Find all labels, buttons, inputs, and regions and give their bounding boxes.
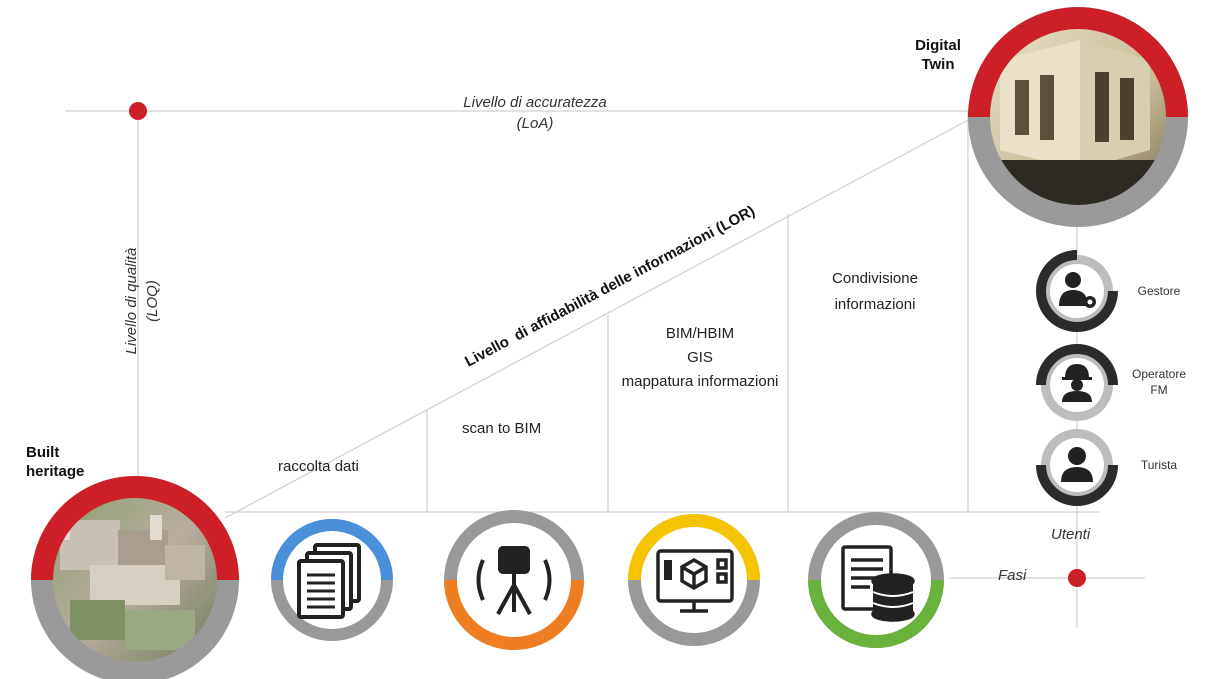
laser-scanner-icon bbox=[476, 546, 552, 615]
users-axis-label: Utenti bbox=[1051, 526, 1091, 543]
accuracy-axis-label-line1: Livello di accuratezza bbox=[463, 94, 607, 111]
built-heritage-label-line1: Built bbox=[26, 444, 60, 461]
quality-axis-label-line2: (LOQ) bbox=[144, 280, 161, 322]
step-label-data-sharing-line2: informazioni bbox=[834, 296, 916, 313]
built-heritage-label: Built heritage bbox=[26, 443, 116, 481]
hardhat-worker-icon bbox=[1062, 364, 1092, 402]
user-label-fm-operator-line1: Operatore bbox=[1131, 367, 1187, 381]
user-label-tourist: Turista bbox=[1128, 458, 1190, 472]
user-tourist bbox=[1036, 429, 1118, 506]
step-label-bim-gis-line1: BIM/HBIM bbox=[665, 325, 735, 342]
digital-twin-model bbox=[968, 7, 1188, 227]
step-label-scan-to-bim: scan to BIM bbox=[462, 420, 542, 437]
accuracy-quality-origin-dot bbox=[129, 102, 147, 120]
reliability-diagonal-line bbox=[224, 110, 986, 519]
quality-axis-label: Livello di qualità (LOQ) bbox=[121, 201, 163, 401]
phases-axis-label: Fasi bbox=[998, 567, 1027, 584]
user-fm-operator bbox=[1036, 344, 1118, 421]
phase-data-collection bbox=[271, 519, 393, 641]
digital-twin-label-line2: Twin bbox=[921, 56, 955, 73]
phase-laser-scan bbox=[444, 510, 584, 650]
user-label-tourist-line1: Turista bbox=[1140, 458, 1178, 472]
built-heritage-label-line2: heritage bbox=[26, 463, 85, 480]
step-label-data-collection: raccolta dati bbox=[278, 458, 359, 475]
step-label-bim-gis-line2: GIS bbox=[687, 349, 713, 366]
user-label-fm-operator: Operatore FM bbox=[1128, 366, 1190, 398]
user-label-manager: Gestore bbox=[1128, 284, 1190, 298]
quality-axis-label-line1: Livello di qualità bbox=[123, 247, 140, 355]
bim-model-monitor-icon bbox=[656, 549, 734, 613]
documents-icon bbox=[297, 543, 361, 619]
person-icon bbox=[1061, 447, 1093, 482]
manager-gear-icon bbox=[1059, 272, 1096, 308]
user-manager bbox=[1036, 250, 1118, 332]
database-document-icon bbox=[841, 545, 915, 622]
user-label-manager-line1: Gestore bbox=[1137, 284, 1181, 298]
phases-users-origin-dot bbox=[1068, 569, 1086, 587]
user-label-fm-operator-line2: FM bbox=[1150, 383, 1168, 397]
digital-twin-label: Digital Twin bbox=[888, 36, 988, 74]
step-label-bim-gis-line3: mappatura informazioni bbox=[621, 373, 779, 390]
digital-twin-label-line1: Digital bbox=[915, 37, 961, 54]
accuracy-axis-label: Livello di accuratezza (LoA) bbox=[400, 92, 670, 134]
step-label-bim-gis: BIM/HBIM GIS mappatura informazioni bbox=[575, 322, 825, 394]
accuracy-axis-label-line2: (LoA) bbox=[516, 115, 554, 132]
step-label-data-sharing-line1: Condivisione bbox=[832, 270, 918, 287]
step-label-data-sharing: Condivisione informazioni bbox=[800, 266, 950, 318]
phase-bim-model bbox=[628, 514, 760, 646]
built-heritage-photo bbox=[31, 476, 239, 679]
phase-data-sharing bbox=[808, 512, 944, 648]
